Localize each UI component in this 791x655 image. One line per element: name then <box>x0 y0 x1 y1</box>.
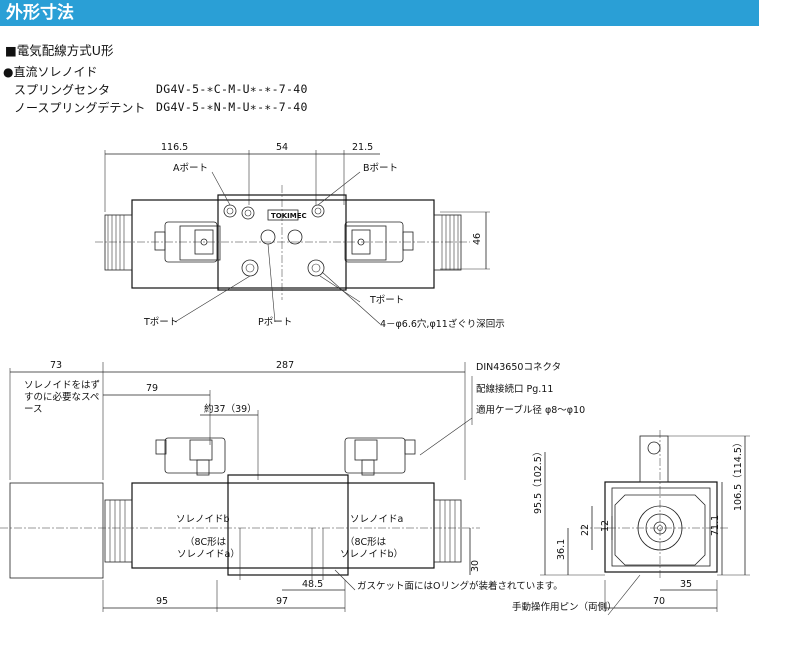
dim-30: 30 <box>470 560 481 572</box>
thread-label: 配線接続口 Pg.11 <box>476 383 553 395</box>
p-port-label: Pポート <box>258 317 292 328</box>
gasket-label: ガスケット面にはOリングが装着されています。 <box>357 580 563 592</box>
note-left-1: （8C形は <box>185 536 227 548</box>
model-name-1: スプリングセンタ <box>14 83 111 97</box>
dim-70: 70 <box>653 596 665 607</box>
space-note-3: ース <box>24 404 43 415</box>
dim-21-5: 21.5 <box>352 142 373 153</box>
sol-b-label: ソレノイドb <box>176 514 230 525</box>
model-code-1: DG4V-5-∗C-M-U∗-∗-7-40 <box>156 82 308 96</box>
dim-35: 35 <box>680 579 692 590</box>
dim-12: 12 <box>600 520 611 532</box>
front-view: 73 287 79 約37（39） ソレノイドをはず すのに必要なスペ ース <box>0 360 585 612</box>
header-bar: 外形寸法 <box>0 0 759 26</box>
side-view: 95.5（102.5） 36.1 22 12 71.1 106.5（114.5）… <box>512 430 750 616</box>
dim-71-1: 71.1 <box>710 515 721 536</box>
t-port-left-label: Tポート <box>143 317 178 328</box>
space-note-1: ソレノイドをはず <box>24 380 100 391</box>
page-title: 外形寸法 <box>6 3 74 23</box>
dim-95: 95 <box>156 596 168 607</box>
sol-a-label: ソレノイドa <box>350 514 403 525</box>
connector-label: DIN43650コネクタ <box>476 362 561 373</box>
dim-36-1: 36.1 <box>556 539 567 560</box>
t-port-right-label: Tポート <box>369 295 404 306</box>
brand-logo: TOKIMEC <box>271 212 307 220</box>
note-right-1: （8C形は <box>345 536 387 548</box>
space-note-2: すのに必要なスペ <box>24 391 99 403</box>
a-port-label: Aポート <box>173 163 208 174</box>
dim-95-5: 95.5（102.5） <box>532 447 544 514</box>
solenoid-type: ●直流ソレノイド <box>3 65 98 79</box>
model-code-2: DG4V-5-∗N-M-U∗-∗-7-40 <box>156 100 308 114</box>
dim-46: 46 <box>472 233 483 245</box>
model-name-2: ノースプリングデテント <box>14 101 146 115</box>
dim-287: 287 <box>276 360 294 371</box>
cable-label: 適用ケーブル径 φ8～φ10 <box>476 404 585 416</box>
dim-54: 54 <box>276 142 288 153</box>
dim-73: 73 <box>50 360 62 371</box>
holes-label: 4－φ6.6穴,φ11ざぐり深回示 <box>380 318 505 330</box>
dim-37: 約37（39） <box>204 403 257 415</box>
top-view: 116.5 54 21.5 46 <box>95 142 505 330</box>
dim-79: 79 <box>146 383 158 394</box>
dim-97: 97 <box>276 596 288 607</box>
b-port-label: Bポート <box>363 163 398 174</box>
note-left-2: ソレノイドa） <box>177 548 240 560</box>
dim-48-5: 48.5 <box>302 579 323 590</box>
note-right-2: ソレノイドb） <box>340 548 403 560</box>
manual-pin-label: 手動操作用ピン（両側） <box>512 601 617 613</box>
dim-116-5: 116.5 <box>161 142 188 153</box>
dim-22: 22 <box>580 524 591 536</box>
dim-106-5: 106.5（114.5） <box>732 438 744 511</box>
section-heading: ■電気配線方式U形 <box>5 43 114 58</box>
